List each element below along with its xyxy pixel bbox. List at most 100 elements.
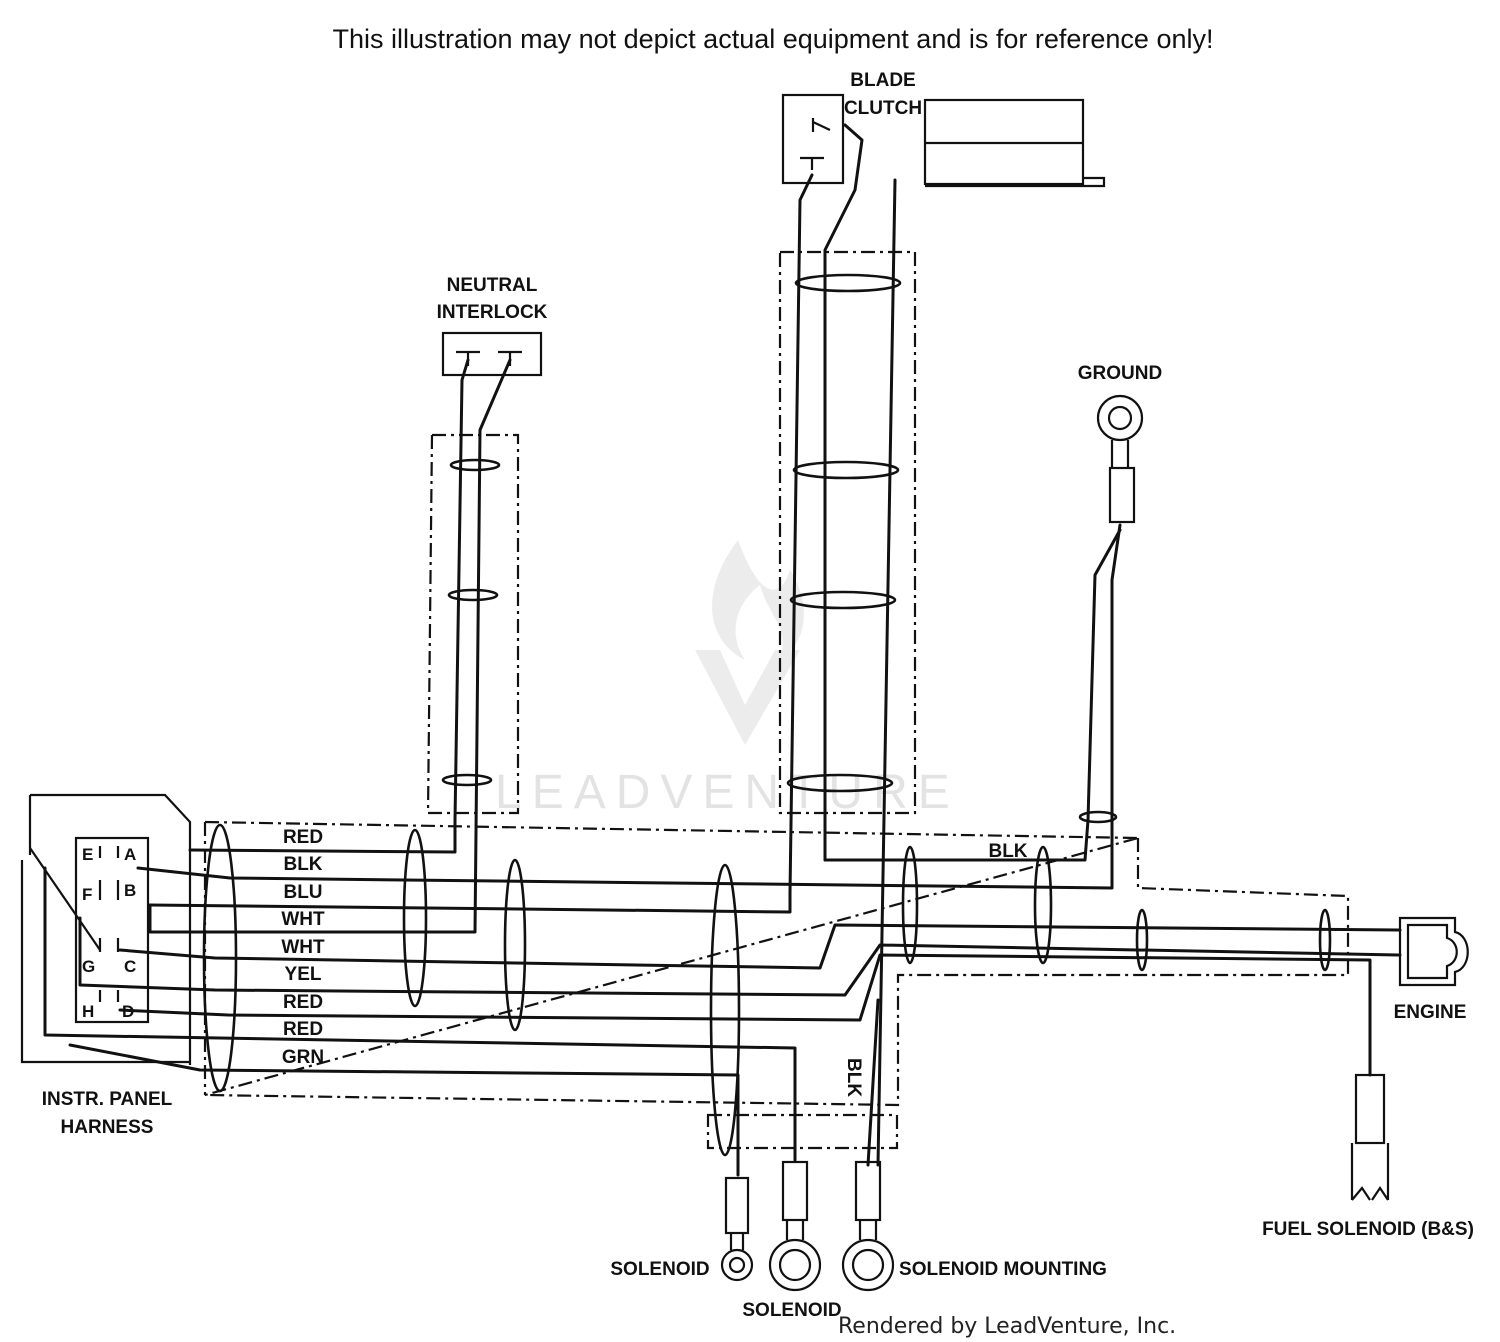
wire-clutch-return <box>823 123 864 862</box>
sleeve-interlock-2 <box>447 588 499 602</box>
sleeve-main <box>202 823 238 1093</box>
engine-label: ENGINE <box>1394 1002 1467 1023</box>
solenoid-left-label: SOLENOID <box>610 1259 709 1280</box>
ground-neck <box>1110 440 1130 468</box>
wire-blk-mounting <box>876 178 897 1167</box>
main-harness-outline <box>204 820 1350 1107</box>
sleeve-4 <box>901 845 919 965</box>
solenoid-left-ring <box>720 1248 754 1282</box>
solenoid-left-neck <box>729 1233 745 1250</box>
solenoid-middle-crimp <box>781 1160 809 1222</box>
pin-e: E <box>82 845 93 864</box>
wire-yel-engine <box>78 916 1402 997</box>
sleeve-interlock-3 <box>441 773 493 787</box>
wire-red-solenoid <box>43 866 797 1162</box>
sleeve-3 <box>709 863 741 1157</box>
blade-clutch-label-2: CLUTCH <box>844 98 922 119</box>
solenoid-middle-terminal: SOLENOID <box>742 1160 842 1321</box>
solenoid-mounting-crimp <box>854 1160 882 1222</box>
wire-wht-engine <box>118 923 1402 970</box>
wire-white-interlock <box>148 358 512 934</box>
ground-crimp <box>1108 466 1136 524</box>
connector-body <box>74 836 150 1024</box>
color-label-blk-vertical: BLK <box>843 1058 864 1097</box>
clutch-harness-outline <box>778 250 917 815</box>
watermark-v-icon <box>695 650 800 745</box>
fuel-solenoid-terminal: FUEL SOLENOID (B&S) <box>1262 1073 1474 1240</box>
solenoid-mounting-label: SOLENOID MOUNTING <box>899 1259 1107 1280</box>
wires <box>43 123 1402 1177</box>
solenoid-left-hole <box>728 1256 746 1274</box>
solenoid-middle-ring <box>768 1238 822 1292</box>
panel-outline-top <box>28 793 192 1065</box>
sleeve-7 <box>1318 908 1332 972</box>
pin-b: B <box>124 881 136 900</box>
blade-clutch: BLADE CLUTCH <box>781 70 1106 188</box>
sleeve-2 <box>503 858 527 1032</box>
pin-f: F <box>82 885 92 904</box>
instr-panel-connector: E F G H A B C D INSTR. PANEL HARNESS <box>20 793 192 1138</box>
sleeve-interlock-1 <box>449 458 501 472</box>
solenoid-middle-hole <box>778 1248 812 1282</box>
engine-connector: ENGINE <box>1394 916 1469 1023</box>
sleeve-1 <box>402 828 428 1008</box>
color-label-blk-engine: BLK <box>988 841 1027 862</box>
solenoid-left-terminal: SOLENOID <box>610 1176 754 1282</box>
ground-label: GROUND <box>1078 363 1162 384</box>
panel-outline-left <box>20 860 190 1064</box>
wire-red-interlock <box>188 358 470 854</box>
sleeve-5 <box>1033 845 1053 965</box>
sleeve-clutch-2 <box>792 460 900 480</box>
color-label-blk: BLK <box>283 854 322 875</box>
pin-g: G <box>82 957 95 976</box>
color-label-wht-1: WHT <box>281 909 325 930</box>
sleeve-clutch-4 <box>786 773 894 793</box>
sleeve-ground <box>1078 810 1118 824</box>
neutral-interlock-label-1: NEUTRAL <box>447 275 538 296</box>
fuel-solenoid-label: FUEL SOLENOID (B&S) <box>1262 1219 1474 1240</box>
interlock-harness-outline <box>426 433 520 815</box>
color-label-yel: YEL <box>285 964 322 985</box>
ground-ring-inner <box>1107 405 1133 431</box>
ground-ring-outer <box>1096 394 1144 442</box>
solenoid-middle-label: SOLENOID <box>742 1300 841 1321</box>
color-label-red-3: RED <box>283 1019 323 1040</box>
color-label-wht-2: WHT <box>281 937 325 958</box>
sleeves <box>202 273 1332 1157</box>
instr-panel-label-1: INSTR. PANEL <box>42 1089 173 1110</box>
blade-clutch-label-1: BLADE <box>850 70 915 91</box>
wire-blk-ground <box>136 523 1122 890</box>
blade-clutch-flange <box>925 141 1106 188</box>
harness-color-labels: RED BLK BLU WHT WHT YEL RED RED GRN BLK … <box>281 827 1027 1097</box>
color-label-grn: GRN <box>282 1047 324 1068</box>
engine-connector-outer <box>1398 916 1469 987</box>
color-label-blu: BLU <box>283 882 322 903</box>
ground-terminal: GROUND <box>1078 363 1162 524</box>
watermark: LEADVENTURE <box>495 540 960 819</box>
solenoid-mounting-neck <box>858 1220 878 1240</box>
neutral-interlock: NEUTRAL INTERLOCK <box>437 275 548 377</box>
solenoid-mounting-hole <box>851 1248 885 1282</box>
connector-diag <box>29 847 101 951</box>
neutral-interlock-label-2: INTERLOCK <box>437 302 548 323</box>
sleeve-clutch-3 <box>789 590 897 610</box>
wire-blu-clutch <box>148 173 814 914</box>
harness-outlines <box>203 250 1350 1150</box>
watermark-text: LEADVENTURE <box>495 766 960 819</box>
watermark-flame-icon <box>712 540 804 660</box>
wire-red-fuel <box>118 953 1372 1077</box>
pin-a: A <box>124 845 136 864</box>
disclaimer-text: This illustration may not depict actual … <box>333 24 1214 54</box>
solenoid-left-crimp <box>724 1176 750 1235</box>
blade-clutch-terminals <box>800 118 831 170</box>
instr-panel-label-2: HARNESS <box>61 1117 154 1138</box>
wire-blk-mounting-2 <box>866 998 880 1167</box>
fuel-solenoid-spade <box>1350 1143 1390 1201</box>
footer-credit: Rendered by LeadVenture, Inc. <box>838 1314 1176 1339</box>
neutral-interlock-switch <box>441 331 543 377</box>
solenoid-harness-outline <box>706 1113 899 1150</box>
pin-c: C <box>124 957 136 976</box>
connector-contacts <box>98 846 120 1002</box>
solenoid-middle-neck <box>785 1220 805 1240</box>
